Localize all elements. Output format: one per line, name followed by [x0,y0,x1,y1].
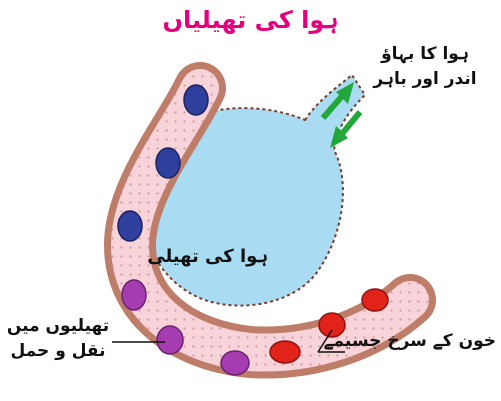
blood-cell [221,351,249,375]
blood-cell [118,211,142,241]
air-flow-label: ہوا کا بہاؤ اندر اور باہر [360,42,490,92]
transport-label-line1: تھیلیوں میں [2,314,114,339]
blood-cell [362,289,388,311]
air-flow-label-line1: ہوا کا بہاؤ [360,42,490,67]
blood-cell [157,326,183,354]
blood-cell [122,280,146,310]
transport-label: تھیلیوں میں نقل و حمل [2,314,114,364]
blood-cell [270,341,300,363]
air-flow-label-line2: اندر اور باہر [360,67,490,92]
transport-label-line2: نقل و حمل [2,339,114,364]
red-blood-cells-label: خون کے سرخ جسیمے [340,330,496,351]
air-sac-label: ہوا کی تھیلی [158,246,268,267]
blood-cell [156,148,180,178]
diagram-title: ہوا کی تھیلیاں [0,6,501,34]
blood-cell [184,85,208,115]
